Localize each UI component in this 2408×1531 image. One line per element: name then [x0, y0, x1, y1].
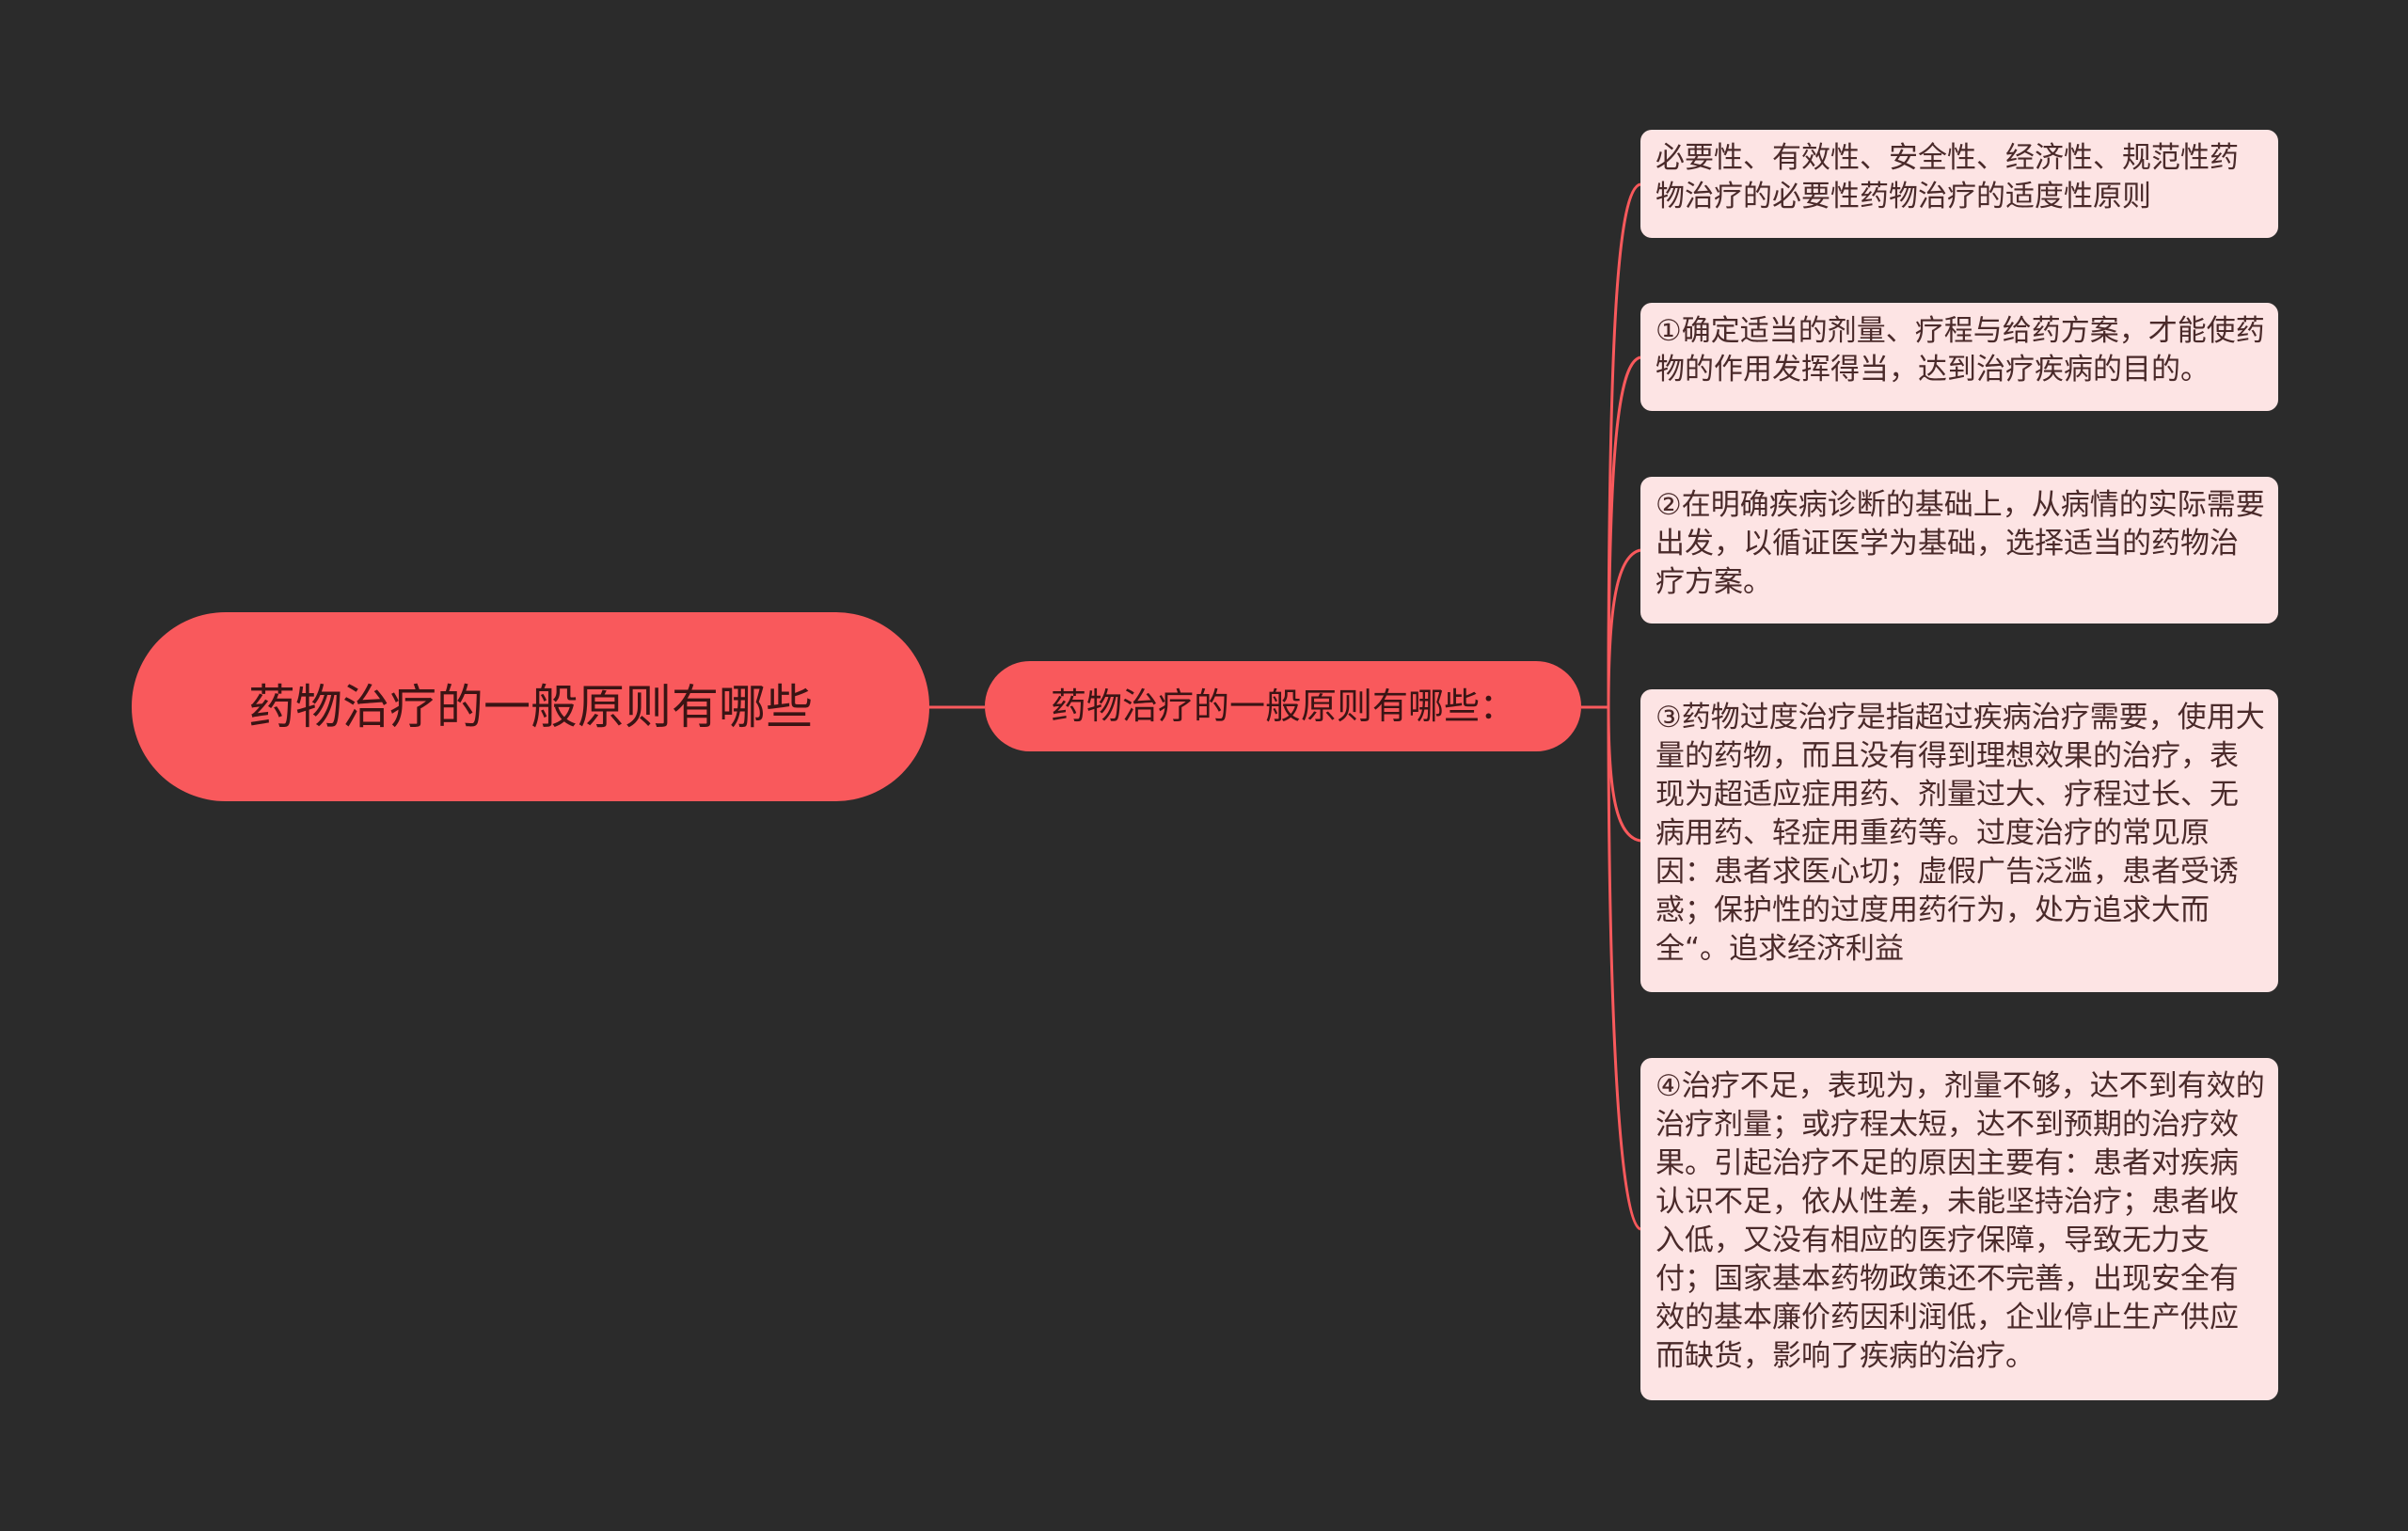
leaf-node-point-3[interactable]: ③药物过度治疗是指超过疾病治疗需要，使用大量的药物，而且没有得到理想效果的治疗，… — [1640, 689, 2278, 992]
leaf-node-principles[interactable]: 必要性、有效性、安全性、经济性、规范性药物治疗的必要性药物治疗的适度性原则 — [1640, 130, 2278, 238]
leaf-text: 必要性、有效性、安全性、经济性、规范性药物治疗的必要性药物治疗的适度性原则 — [1656, 141, 2239, 213]
leaf-node-point-2[interactable]: ②在明确疾病诊断的基础上，从病情的实际需要出发，以循证医学为基础，选择适当的药物… — [1640, 477, 2278, 623]
leaf-node-point-1[interactable]: ①确定适当的剂量、疗程与给药方案，才能使药物的作用发挥得当，达到治疗疾病的目的。 — [1640, 303, 2278, 411]
leaf-text: ②在明确疾病诊断的基础上，从病情的实际需要出发，以循证医学为基础，选择适当的药物… — [1656, 488, 2265, 599]
leaf-text: ④治疗不足，表现为，剂量不够，达不到有效的治疗剂量；或疗程太短，达不到预期的治疗… — [1656, 1069, 2265, 1373]
link-to-leaf-5 — [1607, 706, 1641, 1231]
root-topic-label: 药物治疗的一般原则有哪些 — [248, 679, 813, 734]
link-to-leaf-2 — [1607, 355, 1641, 708]
leaf-text: ①确定适当的剂量、疗程与给药方案，才能使药物的作用发挥得当，达到治疗疾病的目的。 — [1656, 314, 2265, 387]
branch-topic-label: 药物治疗的一般原则有哪些： — [1050, 686, 1515, 727]
link-to-leaf-3 — [1607, 548, 1641, 708]
leaf-node-point-4[interactable]: ④治疗不足，表现为，剂量不够，达不到有效的治疗剂量；或疗程太短，达不到预期的治疗… — [1640, 1058, 2278, 1400]
leaf-text: ③药物过度治疗是指超过疾病治疗需要，使用大量的药物，而且没有得到理想效果的治疗，… — [1656, 701, 2265, 966]
link-to-leaf-4 — [1607, 706, 1641, 843]
branch-topic-node[interactable]: 药物治疗的一般原则有哪些： — [985, 661, 1581, 751]
root-topic-node[interactable]: 药物治疗的一般原则有哪些 — [132, 612, 929, 801]
link-to-leaf-1 — [1607, 182, 1641, 708]
